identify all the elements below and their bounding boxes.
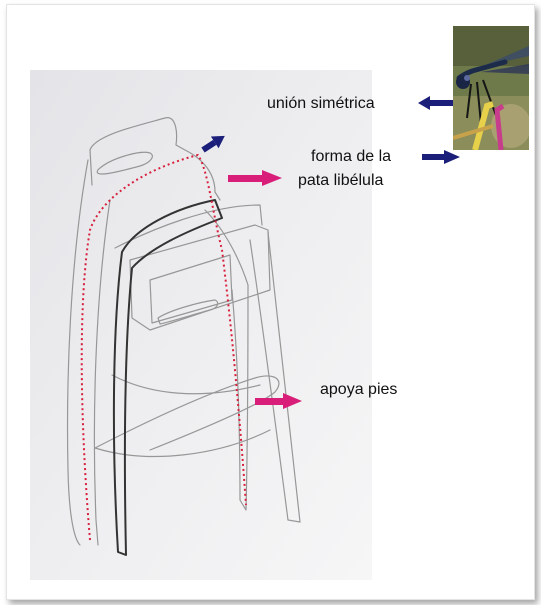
dragonfly-photo xyxy=(453,26,529,150)
navy-arrow-union xyxy=(418,96,458,110)
navy-arrow-forma xyxy=(422,150,460,164)
label-union-simetrica: unión simétrica xyxy=(267,94,375,113)
label-forma-line1: forma de la xyxy=(311,147,391,166)
label-apoya-pies: apoya pies xyxy=(320,380,397,399)
label-forma-line2: pata libélula xyxy=(298,171,383,190)
